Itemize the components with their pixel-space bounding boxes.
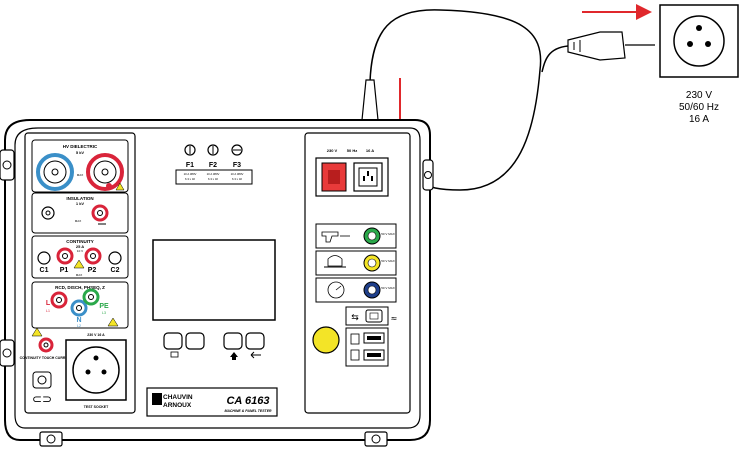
label-p1: P1 <box>60 267 69 274</box>
svg-text:MAX: MAX <box>76 273 83 277</box>
test-socket-label: TEST SOCKET <box>84 405 109 409</box>
warning-icon <box>107 317 119 327</box>
model-name: CA 6163 <box>226 395 269 407</box>
insulation-label: INSULATION <box>66 196 93 201</box>
function-button-2[interactable] <box>185 332 205 350</box>
svg-text:6.3 x 32: 6.3 x 32 <box>185 177 195 181</box>
lamp-icon <box>327 255 343 267</box>
label-l: L <box>46 300 51 307</box>
home-icon <box>230 352 238 360</box>
brand-plate: CHAUVIN ARNOUX CA 6163 MACHINE & PANEL T… <box>146 387 278 417</box>
hv-max-label: MAX <box>77 173 84 177</box>
svg-text:10 A 380V: 10 A 380V <box>184 172 197 176</box>
terminal-c1[interactable] <box>37 251 51 265</box>
warning-icon <box>73 259 85 269</box>
hv-dielectric-panel: HV DIELECTRIC 5 kV MAX <box>31 139 129 193</box>
power-cable <box>369 9 542 191</box>
brand-line1: CHAUVIN <box>163 394 193 401</box>
continuity-sub: 10 V <box>77 249 83 253</box>
label-pe: PE <box>99 303 109 310</box>
inlet-frequency: 50 Hz <box>347 148 357 153</box>
wall-socket <box>659 4 739 78</box>
terminal-n[interactable] <box>70 299 88 317</box>
svg-text:10 A 380V: 10 A 380V <box>231 172 244 176</box>
socket-current: 16 A <box>689 114 709 125</box>
insulation-panel: INSULATION 1 kV MAX <box>31 192 129 234</box>
continuity-panel: CONTINUITY 25 A 10 V C1 P1 P2 C2 MAX <box>31 235 129 279</box>
aux-connector-3: 50 V MAX <box>315 277 397 303</box>
terminal-p2[interactable] <box>84 247 102 265</box>
mains-inlet-panel: 230 V 50 Hz 16 A <box>315 148 389 197</box>
wifi-icon: ≈ <box>391 314 398 323</box>
probe-icon <box>321 231 339 243</box>
warning-icon <box>115 182 125 191</box>
rcd-panel: RCD, DISCH, PHSEQ, Z L L1 N L2 PE L3 <box>31 281 129 329</box>
function-button-4[interactable] <box>245 332 265 350</box>
continuity-value: 25 A <box>76 244 84 249</box>
label-c1: C1 <box>40 267 49 274</box>
test-socket-rating: 230 V 16 A <box>87 333 105 337</box>
function-button-1[interactable] <box>163 332 183 350</box>
test-socket[interactable] <box>72 346 120 394</box>
svg-text:50 V MAX: 50 V MAX <box>381 286 395 290</box>
hv-terminal-red[interactable] <box>86 153 124 191</box>
continuity-label: CONTINUITY <box>66 239 94 244</box>
socket-frequency: 50/60 Hz <box>679 102 719 113</box>
fuse-f1-label: F1 <box>186 162 194 169</box>
terminal-l[interactable] <box>50 291 68 309</box>
warning-icon <box>31 327 43 337</box>
insulation-value: 1 kV <box>76 201 85 206</box>
hv-terminal-blue[interactable] <box>36 153 74 191</box>
inlet-voltage: 230 V <box>327 148 338 153</box>
label-l-sub: L1 <box>46 309 50 313</box>
storage-icon <box>350 349 360 361</box>
usb-ports: ⇆ ≈ <box>345 306 398 367</box>
socket-voltage: 230 V <box>686 90 712 101</box>
inlet-current: 16 A <box>366 148 374 153</box>
print-icon <box>170 351 179 358</box>
model-subtitle: MACHINE & PANEL TESTER <box>224 409 272 413</box>
svg-text:6.3 x 32: 6.3 x 32 <box>232 177 242 181</box>
button-row <box>163 332 265 360</box>
aux-connector-2: 50 V MAX <box>315 250 397 276</box>
clamp-icon: ⊂⊃ <box>32 392 52 406</box>
hv-dielectric-label: HV DIELECTRIC <box>63 144 98 149</box>
label-c2: C2 <box>111 267 120 274</box>
return-icon <box>250 351 261 359</box>
usb-icon: ⇆ <box>351 313 359 323</box>
function-button-3[interactable] <box>223 332 243 350</box>
test-socket-panel: 230 V 16 A TEST SOCKET <box>65 333 127 409</box>
terminal-c2[interactable] <box>108 251 122 265</box>
label-n: N <box>76 317 81 324</box>
usb-b-port[interactable] <box>365 309 383 323</box>
rcd-label: RCD, DISCH, PHSEQ, Z <box>55 285 105 290</box>
stop-button[interactable] <box>312 326 340 354</box>
label-p2: P2 <box>88 267 97 274</box>
aux-connector-1: 50 V MAX <box>315 223 397 249</box>
svg-text:50 V MAX: 50 V MAX <box>381 232 395 236</box>
fuse-f2-label: F2 <box>209 162 217 169</box>
brand-line2: ARNOUX <box>163 402 192 409</box>
label-n-sub: L2 <box>77 324 81 328</box>
terminal-pe[interactable] <box>82 288 100 306</box>
svg-text:10 A 380V: 10 A 380V <box>207 172 220 176</box>
terminal-p1[interactable] <box>56 247 74 265</box>
mains-plug <box>567 31 655 61</box>
fuse-f3-label: F3 <box>233 162 241 169</box>
insulation-terminal-red[interactable] <box>91 204 109 222</box>
svg-text:50 V MAX: 50 V MAX <box>381 259 395 263</box>
touch-current-label: CONTINUITY TOUCH CURRENT <box>20 356 74 360</box>
iec-inlet[interactable] <box>353 162 383 192</box>
fuse-panel: F1 F2 F3 10 A 380V 6.3 x 32 10 A 380V 6.… <box>175 144 253 185</box>
label-pe-sub: L3 <box>102 311 106 315</box>
display-screen <box>152 239 276 321</box>
hv-value: 5 kV <box>76 150 85 155</box>
printer-icon <box>350 333 360 345</box>
svg-text:6.3 x 32: 6.3 x 32 <box>208 177 218 181</box>
svg-text:MAX: MAX <box>75 219 82 223</box>
touch-current-panel: CONTINUITY TOUCH CURRENT ⊂⊃ <box>20 327 74 406</box>
touch-current-terminal[interactable] <box>38 337 54 353</box>
